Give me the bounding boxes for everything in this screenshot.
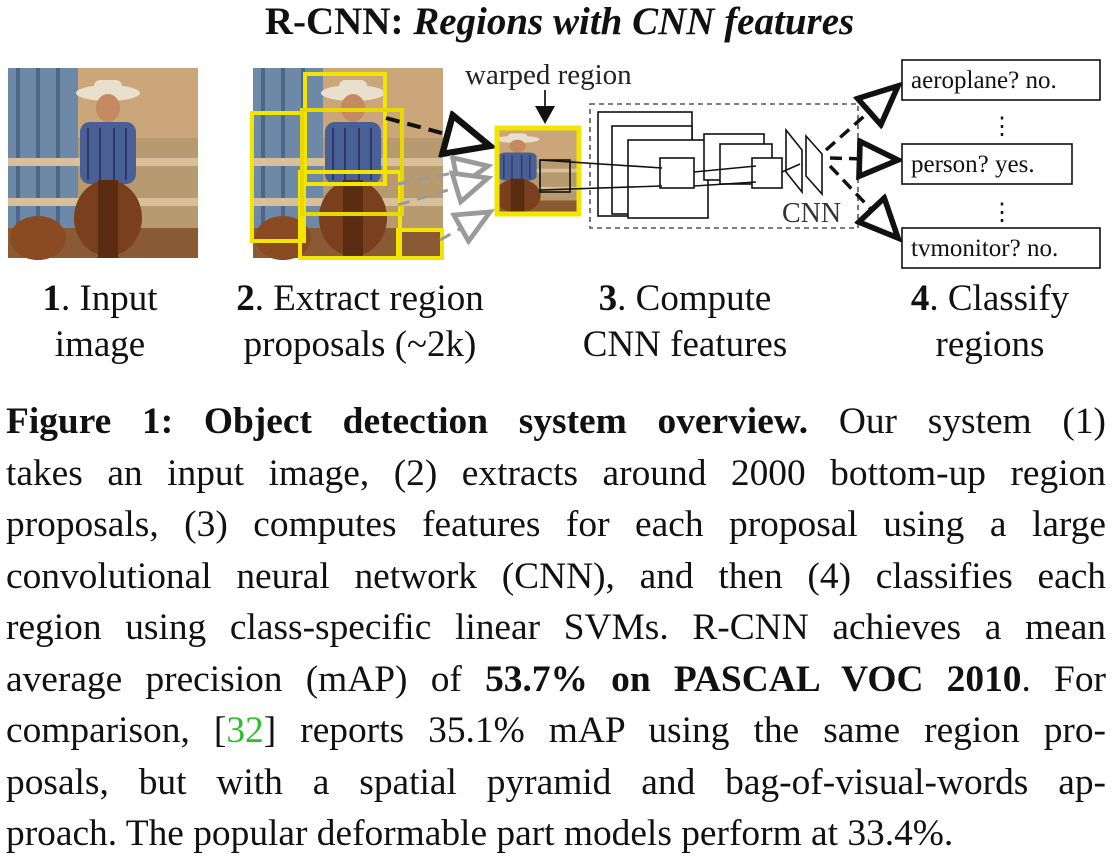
classification-arrows	[824, 86, 898, 238]
step-3-label: 3. Compute CNN features	[582, 278, 788, 365]
svg-text:person? yes.: person? yes.	[911, 151, 1035, 178]
cnn-label: CNN	[782, 198, 841, 229]
caption-map-result: 53.7% on PASCAL VOC 2010	[485, 658, 1022, 700]
ellipsis-bottom: ⋮	[990, 198, 1014, 226]
title-prefix: R-CNN:	[264, 0, 414, 43]
caption-label: Figure 1:	[6, 401, 174, 442]
title-italic: Regions with CNN features	[413, 0, 855, 43]
figure-title: R-CNN: Regions with CNN features	[0, 0, 1119, 44]
step-4-label: 4. Classify regions	[910, 278, 1070, 365]
class-box-person: person? yes.	[901, 143, 1073, 185]
warped-region-image	[494, 125, 582, 217]
step-1-label: 1. Input image	[42, 278, 158, 365]
step-2-label: 2. Extract region proposals (~2k)	[236, 278, 484, 365]
svg-text:tvmonitor? no.: tvmonitor? no.	[911, 235, 1058, 262]
region-proposal-boxes	[250, 72, 444, 260]
proposal-arrows	[385, 118, 490, 240]
cnn-box	[589, 103, 859, 229]
ellipsis-top: ⋮	[990, 112, 1014, 140]
class-box-tvmonitor: tvmonitor? no.	[901, 227, 1101, 269]
citation-link[interactable]: 32	[226, 710, 264, 751]
warped-region-label: warped region	[465, 59, 632, 91]
caption-heading: Object detection system overview.	[203, 401, 809, 442]
figure-caption: Figure 1: Object detection system overvi…	[6, 401, 1107, 854]
class-box-aeroplane: aeroplane? no.	[901, 59, 1101, 101]
svg-text:aeroplane? no.: aeroplane? no.	[911, 67, 1057, 94]
cnn-layers	[539, 111, 823, 219]
input-image	[6, 66, 200, 262]
rcnn-pipeline-diagram: warped region CNN aeroplane? no.	[6, 59, 1101, 269]
